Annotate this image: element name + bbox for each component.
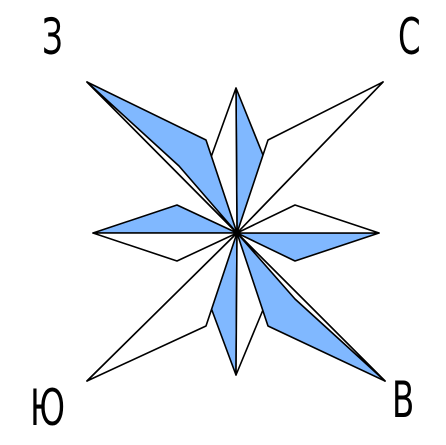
label-southeast: В xyxy=(392,375,414,425)
ray-west xyxy=(93,205,237,261)
label-northeast: С xyxy=(398,12,421,62)
ray-east xyxy=(237,205,379,261)
label-northwest: З xyxy=(42,12,63,62)
label-southwest: Ю xyxy=(30,383,65,433)
compass-rays xyxy=(87,82,385,381)
